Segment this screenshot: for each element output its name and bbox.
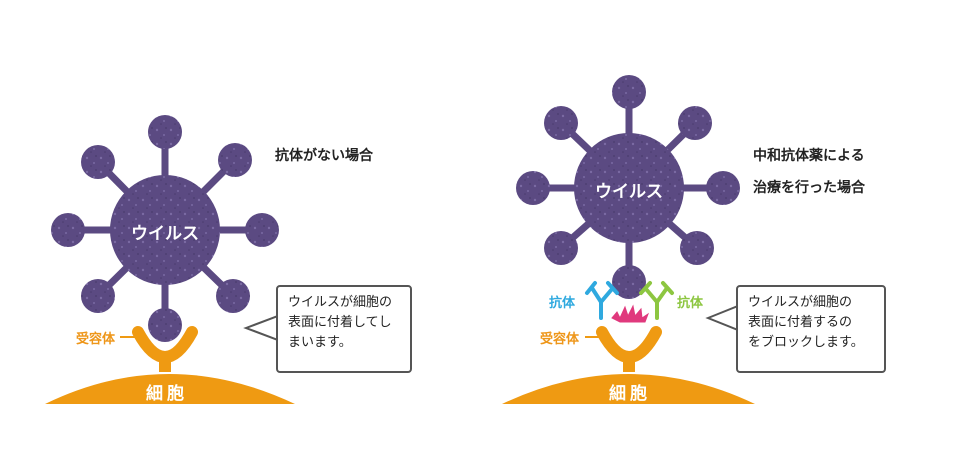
left-callout: ウイルスが細胞の 表面に付着してし まいます。: [276, 285, 412, 373]
left-callout-pointer: [243, 314, 279, 342]
right-callout-pointer: [705, 304, 739, 332]
right-cell: [502, 374, 755, 404]
antibody-right-label: 抗体: [677, 296, 704, 311]
left-cell: [45, 374, 295, 404]
right-callout-line-1: ウイルスが細胞の: [748, 295, 853, 310]
right-receptor-label: 受容体: [540, 332, 580, 347]
left-receptor-label: 受容体: [76, 332, 116, 347]
left-callout-line-1: ウイルスが細胞の: [288, 295, 393, 310]
left-heading: 抗体がない場合: [275, 148, 373, 164]
right-callout-line-2: 表面に付着するの: [748, 315, 853, 330]
antibody-left: [585, 281, 619, 320]
right-callout: ウイルスが細胞の 表面に付着するの をブロックします。: [736, 285, 886, 373]
blocking-spark: [611, 304, 650, 323]
right-heading-line-1: 中和抗体薬による: [753, 148, 865, 164]
right-receptor: [585, 326, 662, 372]
right-virus: [516, 75, 740, 299]
right-heading-line-2: 治療を行った場合: [753, 180, 865, 196]
left-callout-line-2: 表面に付着してし: [288, 315, 392, 330]
left-virus-label: ウイルス: [131, 224, 199, 244]
left-callout-line-3: まいます。: [288, 335, 352, 350]
left-virus: [51, 115, 279, 342]
antibody-right: [639, 281, 674, 320]
left-cell-label: 細胞: [146, 384, 188, 404]
right-callout-line-3: をブロックします。: [748, 335, 864, 350]
left-receptor: [120, 326, 198, 372]
right-cell-label: 細胞: [609, 384, 651, 404]
antibody-left-label: 抗体: [549, 296, 576, 311]
right-virus-label: ウイルス: [595, 182, 663, 202]
